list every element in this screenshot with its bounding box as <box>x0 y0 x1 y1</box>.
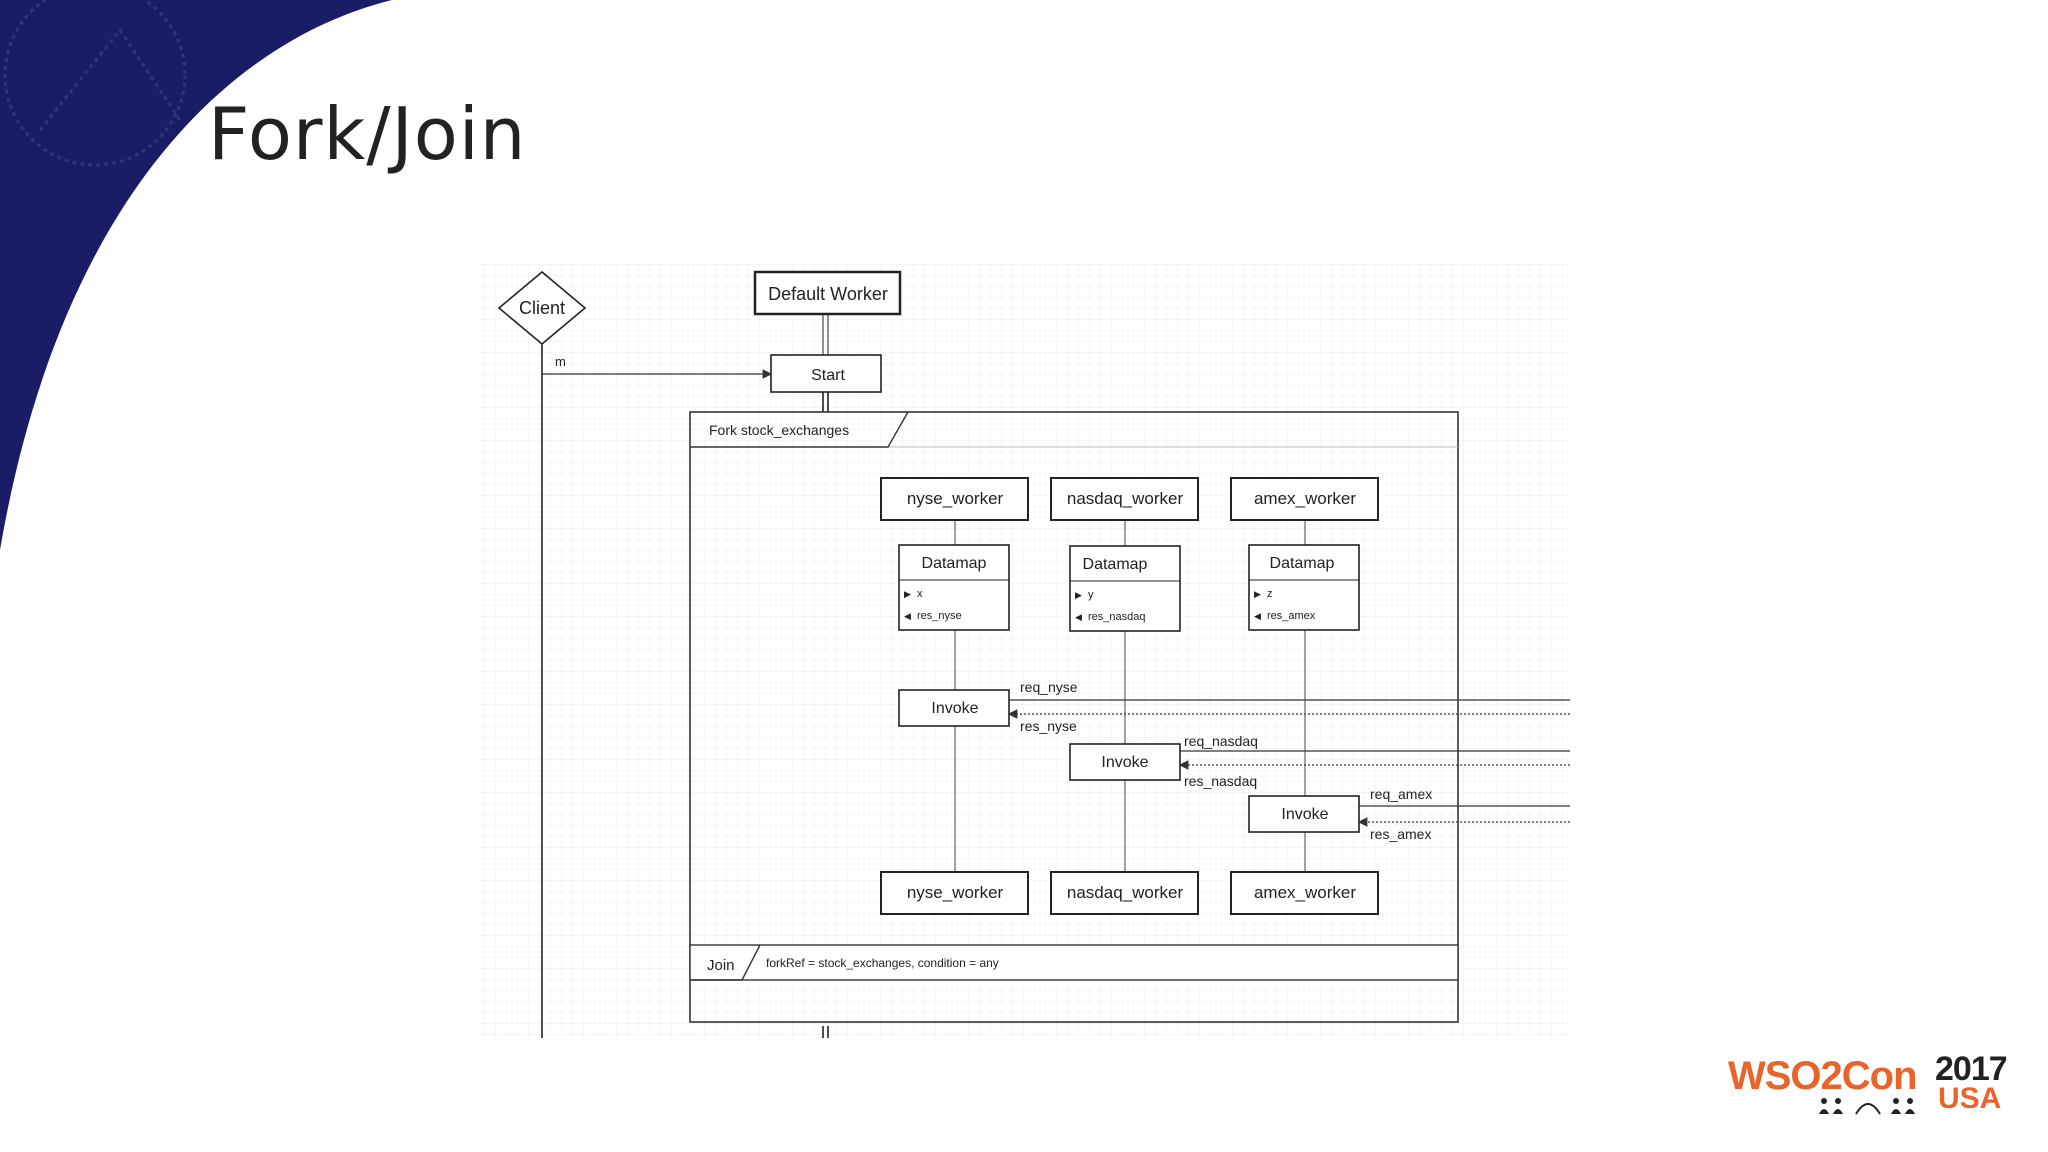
amex-invoke <box>1248 795 1360 833</box>
fork-frame: Fork stock_exchanges <box>689 411 1459 1023</box>
nyse-invoke-label: Invoke <box>931 700 978 717</box>
output-arrow-icon: ◀ <box>904 611 911 621</box>
nasdaq-worker-lane: nasdaq_worker Datamap ▶ y ◀ res_nasdaq I… <box>1050 477 1570 915</box>
nasdaq-request-label: req_nasdaq <box>1184 733 1258 749</box>
default-worker-box <box>753 270 902 316</box>
amex-worker-tail-label: amex_worker <box>1254 883 1356 902</box>
start-box <box>770 354 882 393</box>
client-lifeline: Client <box>497 270 587 1038</box>
brand-year: 2017 <box>1935 1050 2008 1088</box>
nyse-worker-lane: nyse_worker Datamap ▶ x ◀ res_nyse Invok… <box>880 477 1570 915</box>
amex-worker-head-label: amex_worker <box>1254 489 1356 508</box>
nasdaq-worker-head <box>1050 477 1199 521</box>
nyse-invoke <box>898 689 1010 727</box>
amex-request-label: req_amex <box>1370 786 1432 802</box>
amex-datamap-output: res_amex <box>1267 610 1316 622</box>
nyse-response-label: res_nyse <box>1020 718 1077 734</box>
message-m: m <box>542 354 773 379</box>
amex-datamap-input: z <box>1267 588 1273 600</box>
slide-title: Fork/Join <box>208 92 527 176</box>
nyse-worker-tail <box>880 871 1029 915</box>
nasdaq-datamap-title: Datamap <box>1083 556 1148 573</box>
nyse-datamap-title: Datamap <box>922 555 987 572</box>
output-arrow-icon: ◀ <box>1254 611 1261 621</box>
nasdaq-response-label: res_nasdaq <box>1184 773 1257 789</box>
client-label: Client <box>519 298 565 318</box>
default-worker-label: Default Worker <box>768 284 888 304</box>
brand-name: WSO2Con <box>1728 1054 1918 1098</box>
amex-worker-tail <box>1230 871 1379 915</box>
nasdaq-worker-tail <box>1050 871 1199 915</box>
fork-label: Fork stock_exchanges <box>709 422 849 438</box>
amex-worker-head <box>1230 477 1379 521</box>
input-arrow-icon: ▶ <box>1075 590 1082 600</box>
nyse-worker-head <box>880 477 1029 521</box>
nasdaq-invoke <box>1069 743 1181 781</box>
join-condition: forkRef = stock_exchanges, condition = a… <box>766 956 999 970</box>
wso2con-logo: WSO2Con 2017 USA <box>1728 1050 2008 1120</box>
input-arrow-icon: ▶ <box>904 589 911 599</box>
amex-datamap-title: Datamap <box>1270 555 1335 572</box>
nasdaq-datamap-output: res_nasdaq <box>1088 611 1146 623</box>
join-bar: Join forkRef = stock_exchanges, conditio… <box>689 944 1459 981</box>
output-arrow-icon: ◀ <box>1075 612 1082 622</box>
amex-datamap <box>1248 544 1360 631</box>
input-arrow-icon: ▶ <box>1254 589 1261 599</box>
default-worker-lifeline: Default Worker Start <box>753 270 902 1038</box>
nasdaq-datamap-input: y <box>1088 589 1094 601</box>
nasdaq-datamap <box>1069 545 1181 632</box>
nasdaq-worker-tail-label: nasdaq_worker <box>1067 883 1184 902</box>
join-label: Join <box>707 957 735 974</box>
amex-invoke-label: Invoke <box>1281 806 1328 823</box>
start-label: Start <box>811 367 845 384</box>
people-icon <box>1819 1098 1915 1115</box>
nyse-datamap <box>898 544 1010 631</box>
amex-response-label: res_amex <box>1370 826 1431 842</box>
nasdaq-worker-head-label: nasdaq_worker <box>1067 489 1184 508</box>
nyse-request-label: req_nyse <box>1020 679 1078 695</box>
nasdaq-invoke-label: Invoke <box>1101 754 1148 771</box>
brand-location: USA <box>1938 1082 2002 1115</box>
diagram-grid <box>480 262 1570 1038</box>
amex-worker-lane: amex_worker Datamap ▶ z ◀ res_amex Invok… <box>1230 477 1570 915</box>
message-m-label: m <box>555 354 566 369</box>
nyse-worker-head-label: nyse_worker <box>907 489 1004 508</box>
nyse-datamap-output: res_nyse <box>917 610 962 622</box>
nyse-worker-tail-label: nyse_worker <box>907 883 1004 902</box>
nyse-datamap-input: x <box>917 588 923 600</box>
